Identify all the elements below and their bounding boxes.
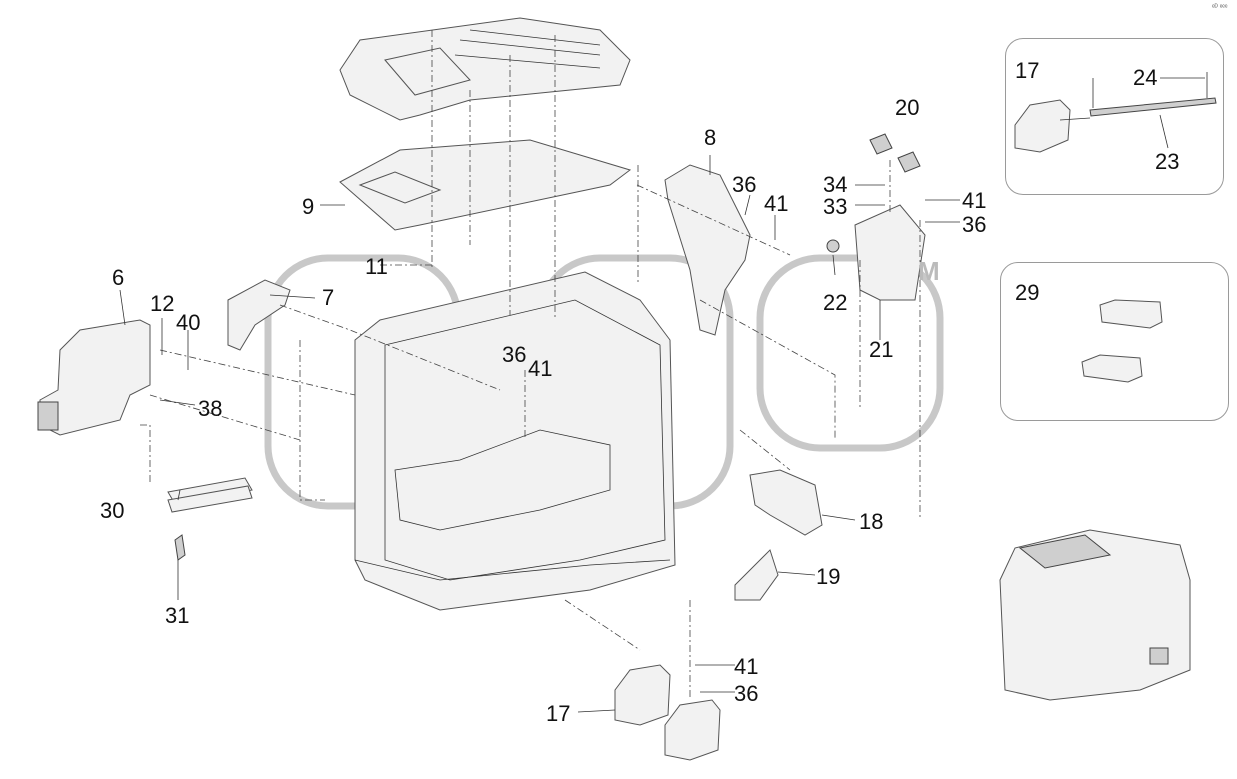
callout-38: 38 (198, 396, 223, 421)
callout-41-bottom: 41 (734, 654, 759, 679)
callout-8: 8 (704, 125, 717, 150)
callout-11: 11 (365, 254, 388, 279)
callout-12: 12 (150, 291, 175, 316)
console-part-18 (749, 469, 823, 536)
inset-parts-17-23 (1014, 72, 1217, 153)
inset-parts-29 (1081, 299, 1163, 383)
inset-box-29 (1000, 262, 1229, 421)
callout-40: 40 (176, 310, 201, 335)
callout-18: 18 (859, 509, 884, 534)
callout-41-pillar: 41 (764, 191, 789, 216)
headliner-part-9 (339, 139, 632, 231)
callout-29: 29 (1015, 280, 1040, 305)
callout-24: 24 (1133, 65, 1158, 90)
callout-6: 6 (112, 265, 125, 290)
callout-19: 19 (816, 564, 841, 589)
duct-part-19 (734, 549, 779, 601)
callout-22: 22 (823, 290, 848, 315)
assembled-cab (999, 529, 1191, 701)
roof-outer-panel (339, 17, 631, 121)
callout-21: 21 (869, 337, 894, 362)
inset-box-17-23-24 (1005, 38, 1224, 195)
callout-41-panel: 41 (962, 188, 987, 213)
control-panel-part-21 (826, 204, 926, 301)
callout-33: 33 (823, 194, 848, 219)
callout-9: 9 (302, 194, 315, 219)
watermark-letter: M (918, 256, 940, 286)
callout-36-panel: 36 (962, 212, 987, 237)
callout-34: 34 (823, 172, 848, 197)
vent-part-20 (869, 133, 921, 173)
callout-36-center: 36 (502, 342, 527, 367)
callout-23: 23 (1155, 149, 1180, 174)
callout-30: 30 (100, 498, 125, 523)
cover-part-17-bottom (614, 664, 721, 761)
callout-36-bottom: 36 (734, 681, 759, 706)
callout-7: 7 (322, 285, 335, 310)
callout-41-center: 41 (528, 356, 553, 381)
hose-part-30 (167, 477, 253, 513)
leader-lines (119, 77, 1205, 713)
alignment-lines (140, 30, 921, 700)
corner-mark: ᵉᴰ ᵉᵉᵉ (1212, 4, 1228, 11)
callout-17-inset: 17 (1015, 58, 1040, 83)
callout-31: 31 (165, 603, 190, 628)
callout-36-pillar: 36 (732, 172, 757, 197)
duct-part-7 (227, 279, 291, 351)
callout-20: 20 (895, 95, 920, 120)
cab-frame (354, 271, 676, 611)
callout-17-bottom: 17 (546, 701, 571, 726)
heater-unit-part-6 (37, 319, 151, 436)
clip-part-31 (174, 534, 186, 561)
